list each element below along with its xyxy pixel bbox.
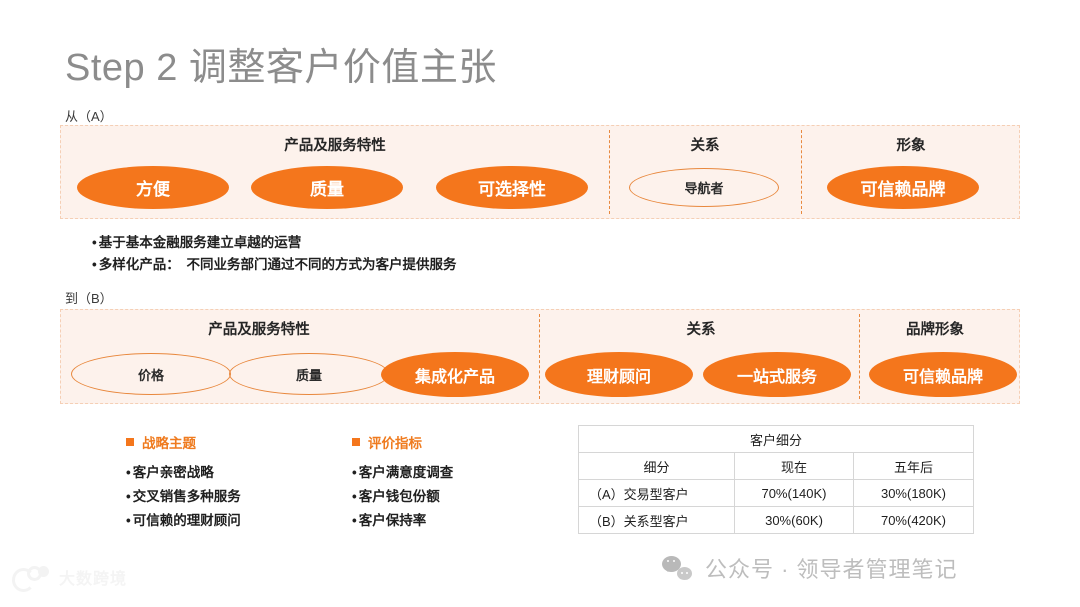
band-b-item-integrated-product[interactable]: 集成化产品 (381, 352, 529, 397)
band-b-section-title-2: 关系 (686, 322, 716, 338)
customer-segmentation-table: 客户细分 细分 现在 五年后 （A）交易型客户 70%(140K) 30%(18… (578, 425, 974, 534)
table-cell: （A）交易型客户 (578, 479, 735, 507)
wechat-account-text: 公众号 · 领导者管理笔记 (705, 557, 958, 582)
table-caption: 客户细分 (578, 425, 974, 453)
table-row: （B）关系型客户 30%(60K) 70%(420K) (578, 506, 974, 534)
table-header-cell: 现在 (734, 452, 854, 480)
band-b-divider-2 (859, 314, 860, 399)
table-header-cell: 五年后 (853, 452, 974, 480)
strategy-themes-heading-text: 战略主题 (142, 436, 196, 451)
band-a-item-selectivity[interactable]: 可选择性 (436, 166, 588, 209)
table-row: （A）交易型客户 70%(140K) 30%(180K) (578, 479, 974, 507)
watermark-mark-icon (12, 566, 52, 592)
square-bullet-icon (352, 438, 360, 446)
band-a-bullet-2: 多样化产品： 不同业务部门通过不同的方式为客户提供服务 (92, 254, 457, 276)
table-header-cell: 细分 (578, 452, 735, 480)
band-a-label: 从（A） (65, 109, 113, 124)
evaluation-metrics-heading-text: 评价指标 (368, 436, 422, 451)
band-b-item-price[interactable]: 价格 (71, 353, 231, 395)
band-a-divider-1 (609, 130, 610, 214)
page-title: Step 2 调整客户价值主张 (65, 47, 497, 89)
band-a-bullet-list: 基于基本金融服务建立卓越的运营 多样化产品： 不同业务部门通过不同的方式为客户提… (92, 232, 457, 276)
band-a-bullet-1: 基于基本金融服务建立卓越的运营 (92, 232, 456, 254)
band-a-section-title-1: 产品及服务特性 (284, 138, 386, 154)
evaluation-metrics-list: 评价指标 客户满意度调查 客户钱包份额 客户保持率 (352, 432, 453, 533)
watermark-text: 大数跨境 (59, 571, 128, 588)
band-a-section-title-3: 形象 (896, 138, 926, 154)
band-b-section-title-1: 产品及服务特性 (208, 322, 310, 338)
band-b-divider-1 (539, 314, 540, 399)
band-b-target-state: 产品及服务特性 关系 品牌形象 价格 质量 集成化产品 理财顾问 一站式服务 可… (60, 309, 1020, 404)
band-b-item-financial-advisor[interactable]: 理财顾问 (545, 352, 693, 397)
band-b-section-title-3: 品牌形象 (906, 322, 964, 338)
band-a-item-quality[interactable]: 质量 (251, 166, 403, 209)
table-cell: 70%(420K) (853, 506, 974, 534)
table-cell: （B）关系型客户 (578, 506, 735, 534)
list-item: 可信赖的理财顾问 (126, 509, 241, 533)
table-header-row: 细分 现在 五年后 (578, 452, 974, 480)
band-b-item-trusted-brand[interactable]: 可信赖品牌 (869, 352, 1017, 397)
evaluation-metrics-heading: 评价指标 (352, 432, 453, 452)
list-item: 客户钱包份额 (352, 485, 453, 509)
list-item: 客户亲密战略 (126, 461, 241, 485)
strategy-themes-list: 战略主题 客户亲密战略 交叉销售多种服务 可信赖的理财顾问 (126, 432, 241, 533)
band-a-item-convenience[interactable]: 方便 (77, 166, 229, 209)
band-a-current-state: 产品及服务特性 关系 形象 方便 质量 可选择性 导航者 可信赖品牌 (60, 125, 1020, 219)
band-a-item-navigator[interactable]: 导航者 (629, 168, 779, 207)
list-item: 交叉销售多种服务 (126, 485, 241, 509)
band-b-label: 到（B） (65, 291, 113, 306)
band-b-item-quality[interactable]: 质量 (229, 353, 389, 395)
list-item: 客户满意度调查 (352, 461, 454, 485)
table-cell: 70%(140K) (734, 479, 854, 507)
wechat-footer: 公众号 · 领导者管理笔记 (662, 552, 958, 584)
band-b-item-one-stop-service[interactable]: 一站式服务 (703, 352, 851, 397)
wechat-icon (662, 555, 692, 581)
band-a-section-title-2: 关系 (690, 138, 720, 154)
strategy-themes-heading: 战略主题 (126, 432, 241, 452)
watermark-logo: 大数跨境 (12, 565, 128, 592)
table-cell: 30%(60K) (734, 506, 854, 534)
list-item: 客户保持率 (352, 509, 453, 533)
band-a-item-trusted-brand[interactable]: 可信赖品牌 (827, 166, 979, 209)
table-cell: 30%(180K) (853, 479, 974, 507)
band-a-divider-2 (801, 130, 802, 214)
table-caption-row: 客户细分 (578, 425, 974, 453)
square-bullet-icon (126, 438, 134, 446)
